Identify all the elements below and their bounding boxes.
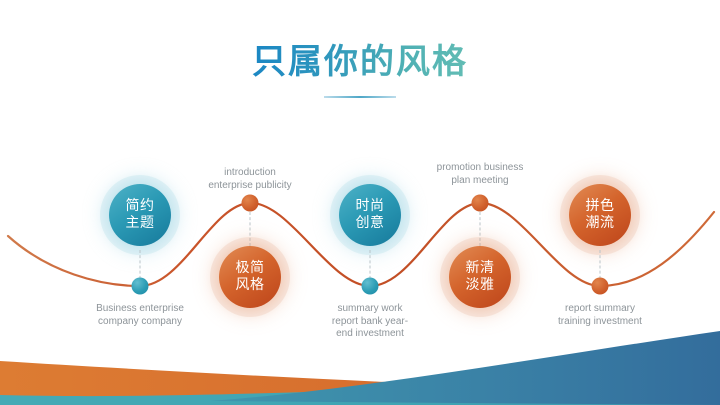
node-bubble-5[interactable]: 拼色 潮流 (569, 184, 631, 246)
node-bubble-2-line2: 风格 (235, 277, 265, 293)
node-bubble-1[interactable]: 简约 主题 (109, 184, 171, 246)
node-bubble-3-line2: 创意 (355, 215, 385, 231)
node-caption-2: introduction enterprise publicity (208, 167, 292, 191)
node-dot-3[interactable] (361, 277, 379, 295)
node-bubble-1-line1: 简约 (125, 198, 155, 214)
node-connector-1 (139, 250, 141, 284)
page-title: 只属你的风格 (252, 42, 468, 82)
node-bubble-5-line1: 拼色 (585, 198, 615, 214)
node-connector-5 (599, 250, 601, 284)
node-bubble-4[interactable]: 新清 淡雅 (449, 246, 511, 308)
node-connector-4 (479, 212, 481, 246)
title-underline-divider (324, 96, 396, 98)
node-caption-4: promotion business plan meeting (436, 162, 524, 186)
node-bubble-3-line1: 时尚 (355, 198, 385, 214)
node-bubble-4-line1: 新清 (465, 260, 495, 276)
node-bubble-5-line2: 潮流 (585, 215, 615, 231)
node-caption-5: report summary training investment (558, 303, 642, 327)
node-caption-1: Business enterprise company company (96, 303, 184, 327)
node-dot-5[interactable] (591, 277, 609, 295)
footer-wave-decoration (0, 331, 720, 405)
node-caption-3: summary work report bank year- end inves… (331, 303, 409, 339)
node-dot-4[interactable] (471, 194, 489, 212)
node-bubble-2-line1: 极简 (235, 260, 265, 276)
node-dot-2[interactable] (241, 194, 259, 212)
node-bubble-2[interactable]: 极简 风格 (219, 246, 281, 308)
title-block: 只属你的风格 (0, 42, 720, 98)
node-bubble-4-line2: 淡雅 (465, 277, 495, 293)
node-bubble-1-line2: 主题 (125, 215, 155, 231)
node-connector-3 (369, 250, 371, 284)
node-dot-1[interactable] (131, 277, 149, 295)
node-connector-2 (249, 212, 251, 246)
node-bubble-3[interactable]: 时尚 创意 (339, 184, 401, 246)
